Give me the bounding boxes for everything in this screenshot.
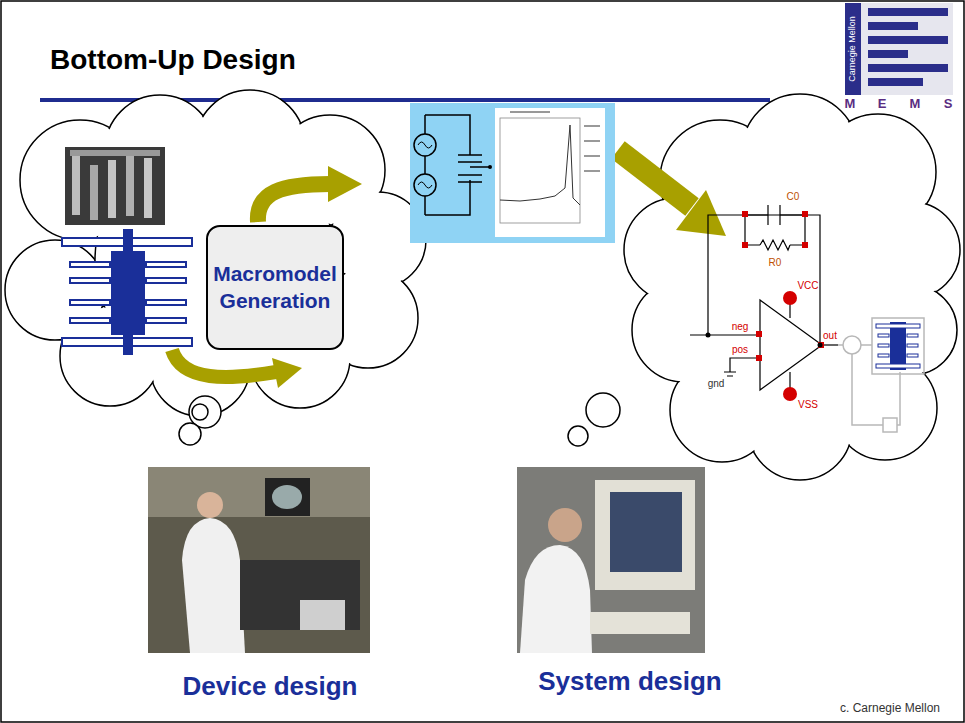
simulation-panel: [410, 103, 615, 243]
logo-letter: S: [944, 97, 953, 111]
process-box: Macromodel Generation: [206, 225, 344, 350]
computer-photo: [517, 467, 705, 653]
copyright-note: c. Carnegie Mellon: [840, 702, 940, 715]
slide-title: Bottom-Up Design: [50, 45, 296, 76]
pin-name: VSS: [798, 399, 818, 410]
logo-letter: E: [878, 97, 887, 111]
photo-caption: Device design: [183, 672, 358, 701]
pin-name: pos: [732, 344, 748, 355]
pin-marker: [706, 211, 825, 401]
logo-letter: M: [910, 97, 921, 111]
comb-drive-icon: [876, 322, 920, 370]
logo: [845, 3, 953, 95]
component-name: R0: [769, 257, 782, 268]
pin-name: neg: [732, 321, 749, 332]
box-label: Macromodel Generation: [212, 261, 338, 314]
pin-name: gnd: [708, 378, 725, 389]
comb-drive-layout: [62, 230, 192, 354]
lab-photo: [148, 467, 370, 653]
photo-caption: System design: [538, 667, 722, 696]
logo-text: Carnegie Mellon: [848, 16, 858, 82]
feedback-loop: [838, 318, 924, 432]
component-name: C0: [787, 191, 800, 202]
pin-name: VCC: [797, 280, 818, 291]
thought-cloud: [624, 94, 960, 480]
opamp-schematic: [690, 205, 838, 392]
sem-image: [65, 147, 165, 225]
logo-letter: M: [845, 97, 856, 111]
thought-cloud: [5, 90, 426, 416]
pin-name: out: [823, 330, 837, 341]
